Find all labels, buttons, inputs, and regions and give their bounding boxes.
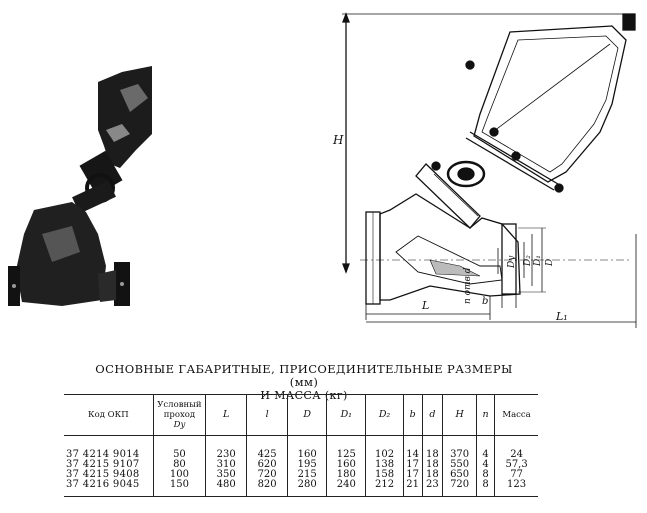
table-cell: 37 4214 9014 — [66, 449, 140, 460]
table-cell: 4 — [476, 435, 495, 460]
header-nominal-bore: Условный проход Dy — [152, 394, 206, 436]
table-cell: 37 4215 9408 — [66, 469, 140, 480]
table-cell: 123 — [494, 480, 538, 497]
label-dy: Dy — [507, 255, 517, 269]
table-cell: 18 — [421, 470, 443, 480]
table-cell: 17 — [402, 470, 423, 480]
table-cell: 370 — [442, 435, 477, 460]
header-d1: D₁ — [326, 394, 366, 436]
label-bolt-holes: n отв d — [463, 267, 473, 304]
header-d-small: d — [421, 394, 443, 436]
table-cell: 21 — [402, 480, 423, 497]
table-cell: 158 — [365, 470, 404, 480]
table-cell: 14 — [402, 435, 423, 460]
table-cell: 650 — [442, 470, 477, 480]
header-dy: Dy — [173, 420, 186, 430]
table-cell: 80 — [152, 460, 206, 470]
table-cell: 8 — [476, 480, 495, 497]
table-cell: 425 — [246, 435, 288, 460]
table-cell: 195 — [287, 460, 327, 470]
table-cell: 37 4216 9045 — [64, 480, 154, 497]
table-cell: 230 — [205, 435, 247, 460]
valve-technical-drawing: H L L₁ — [330, 4, 645, 329]
table-cell: 310 — [205, 460, 247, 470]
table-cell: 620 — [246, 460, 288, 470]
header-nominal-bore-label: Условный проход — [157, 400, 202, 420]
header-h: H — [442, 394, 477, 436]
table-cell: 8 — [476, 470, 495, 480]
table-cell: 160 — [287, 435, 327, 460]
table-cell: 24 — [494, 435, 538, 460]
table-cell: 480 — [205, 480, 247, 497]
table-cell: 4 — [476, 460, 495, 470]
header-d2: D₂ — [365, 394, 404, 436]
label-d1: D₁ — [533, 255, 543, 267]
table-header-row: Код ОКП Условный проход Dy L l D D₁ D₂ b… — [64, 394, 538, 436]
header-l-big: L — [205, 394, 247, 436]
valve-photo — [2, 38, 152, 310]
table-cell: 550 — [442, 460, 477, 470]
label-b: b — [482, 296, 488, 307]
table-cell: 280 — [287, 480, 327, 497]
label-h: H — [332, 133, 344, 147]
header-n: n — [476, 394, 495, 436]
caption-line-1: ОСНОВНЫЕ ГАБАРИТНЫЕ, ПРИСОЕДИНИТЕЛЬНЫЕ Р… — [95, 362, 513, 389]
table-cell: 180 — [326, 470, 366, 480]
table-cell: 212 — [365, 480, 404, 497]
label-l1: L₁ — [555, 310, 568, 323]
table-cell: 720 — [442, 480, 477, 497]
table-cell: 57,3 — [494, 460, 538, 470]
header-l-small: l — [246, 394, 288, 436]
label-d2: D₂ — [523, 255, 533, 267]
dimensions-table: Код ОКП Условный проход Dy L l D D₁ D₂ b… — [64, 394, 538, 497]
label-l: L — [421, 299, 429, 312]
header-mass: Масса — [494, 394, 538, 436]
table-cell: 720 — [246, 470, 288, 480]
label-d: D — [545, 259, 555, 267]
table-cell: 77 — [494, 470, 538, 480]
table-cell: 160 — [326, 460, 366, 470]
table-cell: 102 — [365, 435, 404, 460]
table-cell: 820 — [246, 480, 288, 497]
table-cell: 215 — [287, 470, 327, 480]
table-cell: 50 — [152, 435, 206, 460]
table-cell: 150 — [152, 480, 206, 497]
table-cell: 37 4215 9107 — [66, 459, 140, 470]
table-cell: 100 — [152, 470, 206, 480]
table-cell: 125 — [326, 435, 366, 460]
table-cell: 350 — [205, 470, 247, 480]
header-b: b — [402, 394, 423, 436]
table-cell: 23 — [421, 480, 443, 497]
table-cell: 240 — [326, 480, 366, 497]
table-cell: 18 — [421, 460, 443, 470]
header-okp-code: Код ОКП — [64, 394, 154, 436]
table-cell: 17 — [402, 460, 423, 470]
header-d: D — [287, 394, 327, 436]
table-cell: 138 — [365, 460, 404, 470]
table-cell: 18 — [421, 435, 443, 460]
